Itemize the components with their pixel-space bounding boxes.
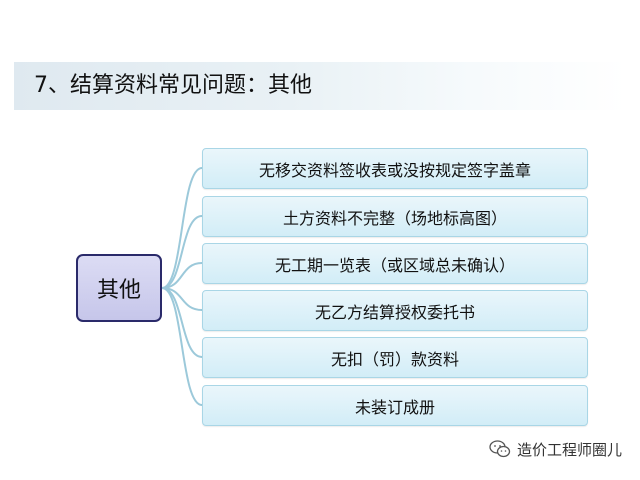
connector-line-3 (161, 262, 203, 289)
title-banner: 7、结算资料常见问题：其他 (14, 62, 626, 110)
branch-item-4: 无乙方结算授权委托书 (202, 290, 588, 331)
slide-title: 7、结算资料常见问题：其他 (34, 73, 312, 98)
branch-item-3: 无工期一览表（或区域总未确认） (202, 243, 588, 284)
branch-item-2: 土方资料不完整（场地标高图） (202, 196, 588, 237)
root-node: 其他 (76, 254, 162, 322)
connector-line-2 (161, 215, 203, 289)
branch-item-5: 无扣（罚）款资料 (202, 337, 588, 378)
watermark: 造价工程师圈儿 (489, 438, 622, 460)
wechat-icon (489, 440, 511, 458)
connector-line-6 (161, 287, 203, 406)
watermark-text: 造价工程师圈儿 (516, 440, 622, 459)
branch-item-1: 无移交资料签收表或没按规定签字盖章 (202, 148, 588, 189)
connector-line-1 (161, 167, 203, 289)
branch-item-6: 未装订成册 (202, 385, 588, 426)
